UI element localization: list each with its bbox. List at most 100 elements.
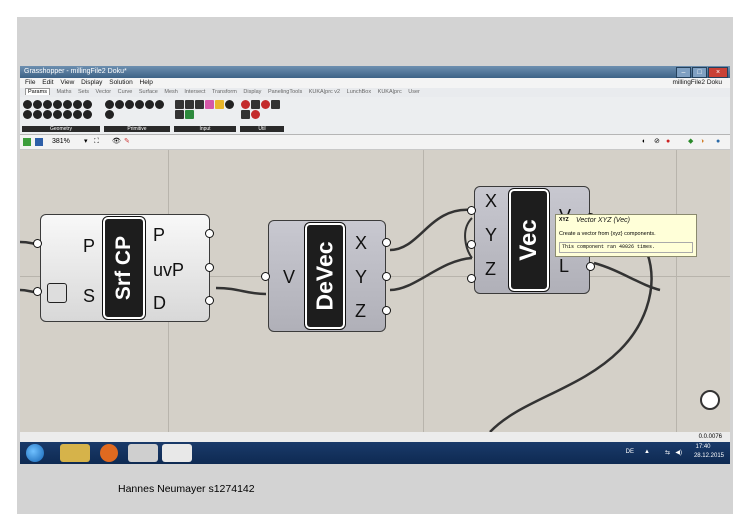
tray-arrow-icon[interactable]: ▲ (644, 449, 650, 455)
button-input-icon[interactable] (175, 100, 184, 109)
close-button[interactable]: × (708, 67, 728, 78)
tab-kukaprc-v2[interactable]: KUKA|prc v2 (308, 89, 341, 95)
open-file-icon[interactable] (23, 138, 31, 146)
graft-flag-icon[interactable] (47, 283, 67, 303)
grasshopper-canvas[interactable]: P S Srf CP P uvP D V DeVec X Y Z (20, 150, 730, 432)
tab-mesh[interactable]: Mesh (164, 89, 178, 95)
vec-input-y-port[interactable] (467, 240, 476, 249)
menu-file[interactable]: File (25, 79, 36, 86)
plane-param-icon[interactable] (53, 110, 62, 119)
explorer-taskbar-icon[interactable] (60, 444, 90, 462)
devec-output-x-port[interactable] (382, 238, 391, 247)
vec-output-l-port[interactable] (586, 262, 595, 271)
tab-maths[interactable]: Maths (56, 89, 72, 95)
field-param-icon[interactable] (83, 100, 92, 109)
navigation-compass-icon[interactable] (700, 390, 720, 410)
brep-param-icon[interactable] (63, 100, 72, 109)
tab-intersect[interactable]: Intersect (184, 89, 206, 95)
maximize-button[interactable]: □ (692, 67, 707, 78)
gradient-input-icon[interactable] (205, 100, 214, 109)
cluster-icon[interactable]: ◑ (700, 138, 705, 145)
line-param-icon[interactable] (33, 110, 42, 119)
devec-input-v-port[interactable] (261, 272, 270, 281)
complex-param-icon[interactable] (125, 100, 134, 109)
tab-curve[interactable]: Curve (117, 89, 133, 95)
preview-eye-icon[interactable]: 👁 (112, 138, 121, 145)
srfcp-input-p-port[interactable] (33, 239, 42, 248)
box-param-icon[interactable] (53, 100, 62, 109)
menu-edit[interactable]: Edit (42, 79, 54, 86)
srfcp-output-p-port[interactable] (205, 229, 214, 238)
menu-display[interactable]: Display (81, 79, 103, 86)
lock-solver-icon[interactable]: ⊘ (654, 138, 660, 145)
vec-input-z-port[interactable] (467, 274, 476, 283)
menu-help[interactable]: Help (139, 79, 153, 86)
minimize-button[interactable]: – (676, 67, 691, 78)
bake-icon[interactable]: ◆ (688, 138, 694, 145)
curve-param-icon[interactable] (73, 100, 82, 109)
devec-output-z-port[interactable] (382, 306, 391, 315)
circle-param-icon[interactable] (33, 100, 42, 109)
relay-icon[interactable] (241, 110, 250, 119)
colour-param-icon[interactable] (115, 100, 124, 109)
srfcp-output-d-port[interactable] (205, 296, 214, 305)
zoom-dropdown-icon[interactable]: ▾ (84, 138, 88, 145)
tab-panelingtools[interactable]: PanelingTools (267, 89, 303, 95)
sketch-pen-icon[interactable]: ✎ (124, 138, 130, 145)
zoom-extents-icon[interactable]: ⛶ (94, 138, 99, 145)
domain-param-icon[interactable] (135, 100, 144, 109)
start-button[interactable] (26, 444, 44, 462)
cherry-picker-icon[interactable] (241, 100, 250, 109)
integer-param-icon[interactable] (145, 100, 154, 109)
boolean-param-icon[interactable] (105, 100, 114, 109)
twisted-box-param-icon[interactable] (83, 110, 92, 119)
tab-params[interactable]: Params (25, 88, 50, 95)
tab-transform[interactable]: Transform (211, 89, 237, 95)
jump-util-icon[interactable] (261, 100, 270, 109)
vec-input-x-port[interactable] (467, 206, 476, 215)
preview-mode-icon[interactable]: ◐ (642, 138, 647, 145)
text-param-icon[interactable] (105, 110, 114, 119)
tab-sets[interactable]: Sets (78, 89, 90, 95)
devec-component[interactable]: V DeVec X Y Z (268, 220, 386, 332)
help-icon[interactable]: ● (716, 138, 721, 145)
srfcp-input-s-port[interactable] (33, 287, 42, 296)
firefox-taskbar-icon[interactable] (100, 444, 118, 462)
tab-display[interactable]: Display (243, 89, 262, 95)
vector-param-icon[interactable] (73, 110, 82, 119)
save-file-icon[interactable] (35, 138, 43, 146)
arc-param-icon[interactable] (43, 100, 52, 109)
tab-vector[interactable]: Vector (95, 89, 112, 95)
document-taskbar-icon[interactable] (162, 444, 192, 462)
tab-lunchbox[interactable]: LunchBox (346, 89, 372, 95)
value-list-icon[interactable] (175, 110, 184, 119)
srfcp-component[interactable]: P S Srf CP P uvP D (40, 214, 210, 322)
control-knob-icon[interactable] (225, 100, 234, 109)
recompute-icon[interactable]: ● (666, 138, 671, 145)
menu-view[interactable]: View (60, 79, 75, 86)
number-param-icon[interactable] (155, 100, 164, 109)
rhino-taskbar-icon[interactable] (128, 444, 158, 462)
tab-surface[interactable]: Surface (138, 89, 158, 95)
clock-time[interactable]: 17:40 (695, 444, 711, 450)
mesh-param-icon[interactable] (43, 110, 52, 119)
geometry-param-icon[interactable] (23, 110, 32, 119)
zoom-level[interactable]: 381% (52, 138, 70, 145)
colour-swatch-icon[interactable] (215, 100, 224, 109)
network-icon[interactable]: ⇆ (664, 450, 670, 456)
tab-kukaprc[interactable]: KUKA|prc (377, 89, 402, 95)
clock-date[interactable]: 28.12.2015 (693, 453, 724, 459)
tab-user[interactable]: User (408, 89, 420, 95)
menu-solution[interactable]: Solution (109, 79, 133, 86)
surface-param-icon[interactable] (63, 110, 72, 119)
hint-util-icon[interactable] (251, 110, 260, 119)
language-indicator[interactable]: DE (625, 449, 634, 455)
slider-input-icon[interactable] (195, 100, 204, 109)
point-param-icon[interactable] (23, 100, 32, 109)
srfcp-output-uvp-port[interactable] (205, 263, 214, 272)
devec-output-y-port[interactable] (382, 272, 391, 281)
toggle-input-icon[interactable] (185, 110, 194, 119)
data-dam-icon[interactable] (271, 100, 280, 109)
panel-input-icon[interactable] (185, 100, 194, 109)
arrow-util-icon[interactable] (251, 100, 260, 109)
